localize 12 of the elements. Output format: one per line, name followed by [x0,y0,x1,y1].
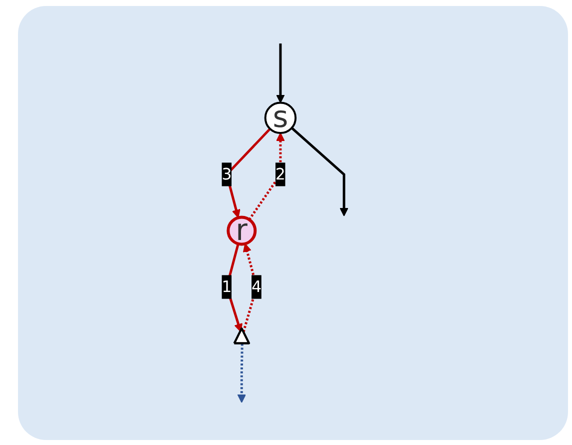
arrow [291,127,348,216]
edge-label: 4 [252,277,262,296]
edge-label: 3 [222,164,232,184]
node-circle: r [226,216,257,246]
arrow [226,243,243,332]
edge-label: 2 [276,164,286,184]
arrow [276,44,285,104]
arrow [237,344,246,403]
arrow [248,132,285,220]
edge-label: 1 [222,277,232,296]
node-circle: s [264,102,297,134]
arrow [226,128,272,218]
